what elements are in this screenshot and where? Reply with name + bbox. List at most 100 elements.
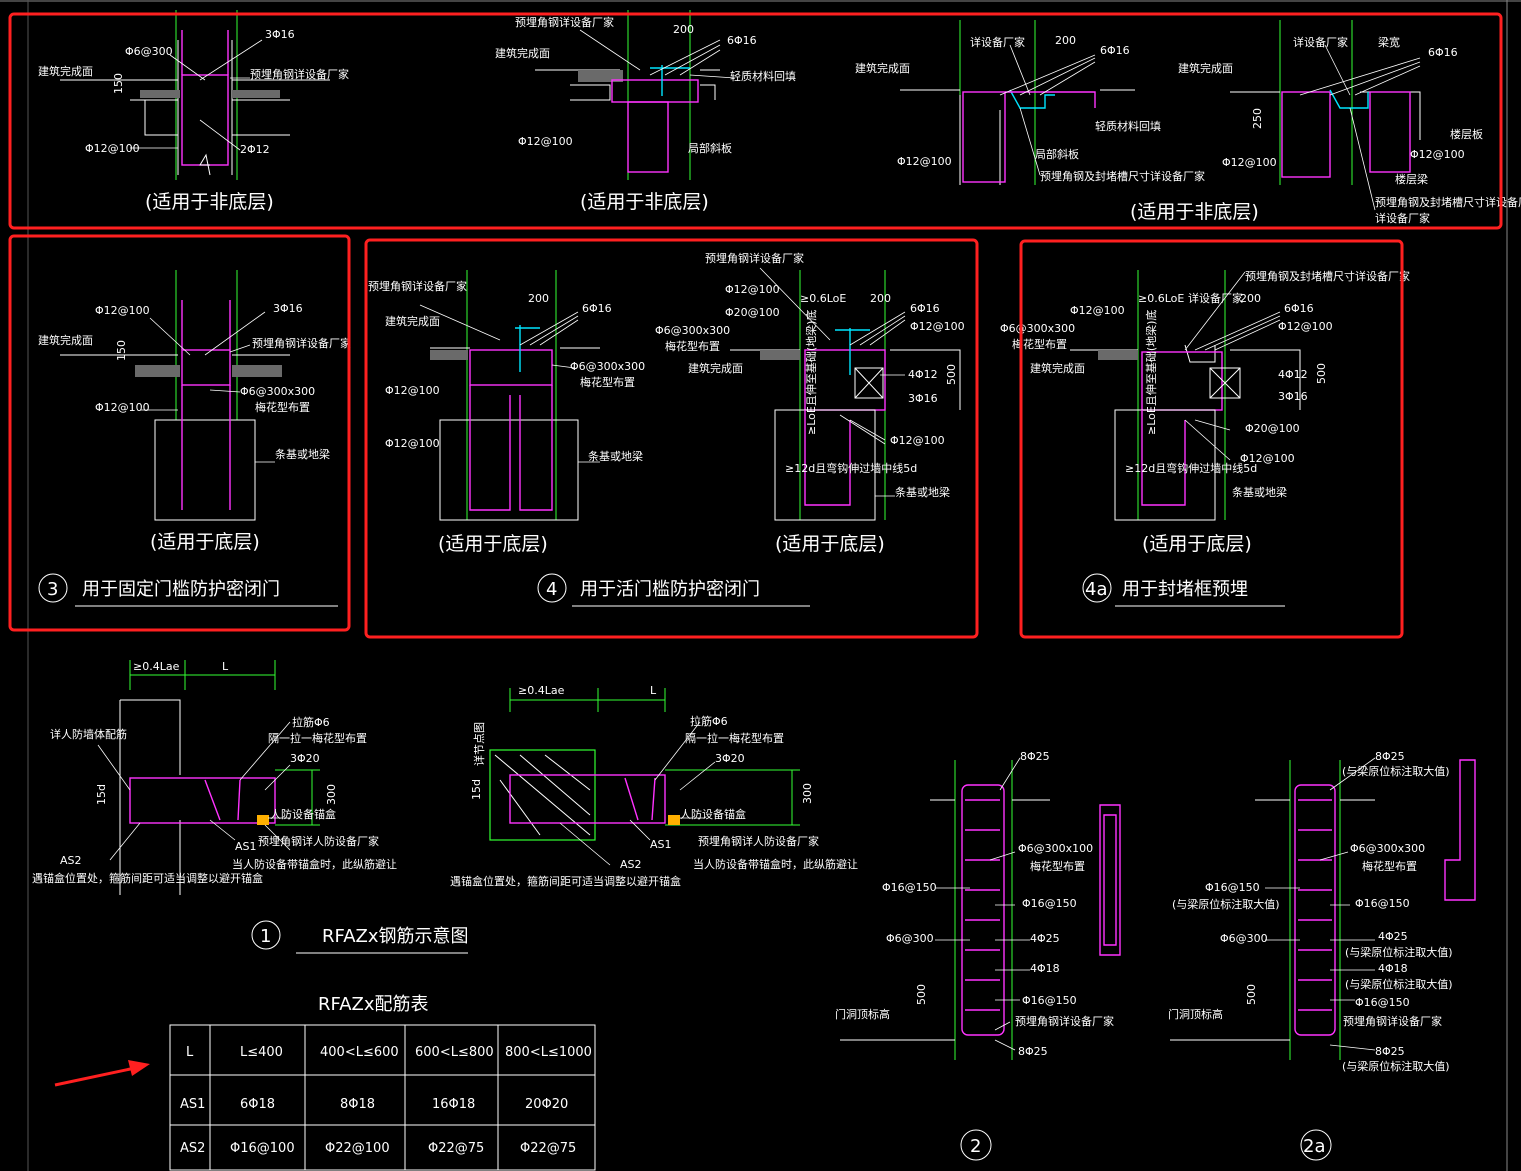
- label-d4-quincunx: 梅花型布置: [580, 375, 635, 389]
- label-d4a-6phi16: 6Φ16: [1284, 302, 1314, 315]
- label-local-slope: 局部斜板: [688, 141, 732, 155]
- label-bldg-finish: 建筑完成面: [38, 64, 93, 78]
- label-d4r-4phi12: 4Φ12: [908, 368, 938, 381]
- label-d1b-every-other: 隔一拉一梅花型布置: [685, 731, 784, 745]
- label-d2-quincunx: 梅花型布置: [1030, 859, 1085, 873]
- label-d4r-finish: 建筑完成面: [688, 361, 743, 375]
- table-r1-c1: Φ16@100: [230, 1141, 295, 1156]
- detail-2a: 8Φ25 (与梁原位标注取大值) Φ6@300x300 梅花型布置 Φ16@15…: [1168, 750, 1476, 1161]
- detail-top-4: 6Φ16 详设备厂家 梁宽 建筑完成面 250 Φ12@100 Φ12@100 …: [1178, 20, 1521, 225]
- table-header-2: 400<L≤600: [320, 1045, 399, 1060]
- label-d2a-same5: (与梁原位标注取大值): [1342, 1059, 1450, 1073]
- label-d4-phi12: Φ12@100: [385, 384, 440, 397]
- label-local-slope-3: 局部斜板: [1035, 147, 1079, 161]
- detail-4-number: 4: [546, 579, 557, 600]
- table-r1-c2: Φ22@100: [325, 1141, 390, 1156]
- label-bldg-finish-3: 建筑完成面: [855, 61, 910, 75]
- label-d2-angle: 预埋角钢详设备厂家: [1015, 1014, 1114, 1028]
- detail-2-number-circle: [960, 1129, 992, 1161]
- label-d4a-strip: 条基或地梁: [1232, 485, 1287, 499]
- label-light-fill-3: 轻质材料回填: [1095, 119, 1161, 133]
- label-d4a-phi20: Φ20@100: [1245, 422, 1300, 435]
- label-d2a-same3: (与梁原位标注取大值): [1345, 945, 1453, 959]
- label-d3-3phi16: 3Φ16: [273, 302, 303, 315]
- table-header-0: L: [186, 1045, 194, 1060]
- label-d1b-adjust: 遇锚盒位置处，箍筋间距可适当调整以避开锚盒: [450, 874, 681, 888]
- label-dim200: 200: [673, 23, 694, 36]
- table-r0-c3: 16Φ18: [432, 1097, 475, 1112]
- label-d3-angle: 预埋角钢详设备厂家: [252, 336, 351, 350]
- label-d4-phi6: Φ6@300x300: [570, 360, 645, 373]
- label-d2a-8phi25: 8Φ25: [1375, 750, 1405, 763]
- detail-4a: 预埋角钢及封堵槽尺寸详设备厂家 Φ12@100 ≥0.6LoE 详设备厂家 20…: [1000, 269, 1410, 607]
- label-d4a-see-mfr: 详设备厂家: [1188, 291, 1243, 305]
- label-d4a-finish: 建筑完成面: [1030, 361, 1085, 375]
- table-title: RFAZx配筋表: [318, 994, 429, 1015]
- label-d4r-quincunx: 梅花型布置: [665, 339, 720, 353]
- detail-4a-number-circle: [1082, 573, 1112, 603]
- label-d4a-embed: 预埋角钢及封堵槽尺寸详设备厂家: [1245, 269, 1410, 283]
- label-d1b-embed-mfr: 预埋角钢详人防设备厂家: [698, 834, 819, 848]
- label-d2a-same4: (与梁原位标注取大值): [1345, 977, 1453, 991]
- detail-1-number-circle: [251, 920, 281, 950]
- detail-3-number: 3: [47, 579, 58, 600]
- label-d3-phi12b: Φ12@100: [95, 401, 150, 414]
- label-angle-steel-2: 预埋角钢详设备厂家: [515, 15, 614, 29]
- label-dim200-3: 200: [1055, 34, 1076, 47]
- detail-2a-number-circle: [1300, 1129, 1332, 1161]
- label-d2-500: 500: [915, 984, 928, 1005]
- label-d1b-avoid: 当人防设备带锚盒时，此纵筋避让: [693, 857, 858, 871]
- label-d4r-phi6: Φ6@300x300: [655, 324, 730, 337]
- label-d2a-phi16-150c: Φ16@150: [1355, 996, 1410, 1009]
- label-d1b-wall-width: 详节点图: [472, 722, 486, 766]
- label-d1b-3phi20: 3Φ20: [715, 752, 745, 765]
- label-d4-phi12b: Φ12@100: [385, 437, 440, 450]
- label-angle-steel: 预埋角钢详设备厂家: [250, 67, 349, 81]
- caption-top-2: (适用于非底层): [580, 191, 709, 213]
- label-d3-strip: 条基或地梁: [275, 447, 330, 461]
- label-d4r-phi20: Φ20@100: [725, 306, 780, 319]
- label-floor-beam: 楼层梁: [1395, 172, 1428, 186]
- detail-4-number-circle: [537, 573, 567, 603]
- label-beam-width: 梁宽: [1378, 35, 1400, 49]
- label-d4r-strip: 条基或地梁: [895, 485, 950, 499]
- label-d1b-L: L: [650, 684, 657, 697]
- table-r1-c3: Φ22@75: [428, 1141, 484, 1156]
- label-d2a-phi16-150b: Φ16@150: [1355, 897, 1410, 910]
- rebar-table: RFAZx配筋表 L L≤400 400<L≤600 600<L≤800 800…: [169, 994, 596, 1171]
- label-d4r-500: 500: [945, 364, 958, 385]
- detail-4: 6Φ16 200 预埋角钢详设备厂家 建筑完成面 Φ6@300x300 梅花型布…: [368, 251, 965, 607]
- caption-d4-right: (适用于底层): [775, 533, 885, 555]
- label-2phi12: 2Φ12: [240, 143, 270, 156]
- label-dim150: 150: [112, 73, 125, 94]
- label-embed-detail: 预埋角钢及封堵槽尺寸详设备厂家: [1040, 169, 1205, 183]
- label-d1-04lae: ≥0.4Lae: [133, 660, 180, 673]
- label-d1-embed-mfr: 预埋角钢详人防设备厂家: [258, 834, 379, 848]
- detail-3: 3Φ16 Φ12@100 建筑完成面 预埋角钢详设备厂家 150 Φ6@300x…: [38, 270, 351, 607]
- label-d2a-angle: 预埋角钢详设备厂家: [1343, 1014, 1442, 1028]
- caption-d3: (适用于底层): [150, 531, 260, 553]
- table-r0-c0: AS1: [180, 1097, 205, 1112]
- label-d1-every-other: 隔一拉一梅花型布置: [268, 731, 367, 745]
- label-d2a-phi6: Φ6@300x300: [1350, 842, 1425, 855]
- table-r1-c0: AS2: [180, 1141, 205, 1156]
- detail-1: ≥0.4Lae L 详人防墙体配筋 拉筋Φ6 隔一拉一梅花型布置 3Φ20 15…: [32, 660, 858, 954]
- label-d4a-phi6: Φ6@300x300: [1000, 322, 1075, 335]
- red-arrow-annotation: [54, 1060, 150, 1087]
- label-3phi16: 3Φ16: [265, 28, 295, 41]
- detail-top-1: 3Φ16 Φ6@300 预埋角钢详设备厂家 建筑完成面 150 Φ12@100 …: [38, 10, 349, 213]
- caption-d4a: (适用于底层): [1142, 533, 1252, 555]
- label-d1-300: 300: [325, 784, 338, 805]
- label-bldg-finish-4: 建筑完成面: [1178, 61, 1233, 75]
- label-d2a-500: 500: [1245, 984, 1258, 1005]
- label-d3-finish: 建筑完成面: [38, 333, 93, 347]
- label-d4-strip: 条基或地梁: [588, 449, 643, 463]
- label-phi12-100-4b: Φ12@100: [1410, 148, 1465, 161]
- label-embed-detail-4: 预埋角钢及封堵槽尺寸详设备厂家: [1375, 195, 1521, 209]
- label-d1b-300: 300: [801, 783, 814, 804]
- label-floor-slab: 楼层板: [1450, 127, 1483, 141]
- label-d2a-8phi25b: 8Φ25: [1375, 1045, 1405, 1058]
- label-d4a-3phi16: 3Φ16: [1278, 390, 1308, 403]
- table-r0-c4: 20Φ20: [525, 1097, 568, 1112]
